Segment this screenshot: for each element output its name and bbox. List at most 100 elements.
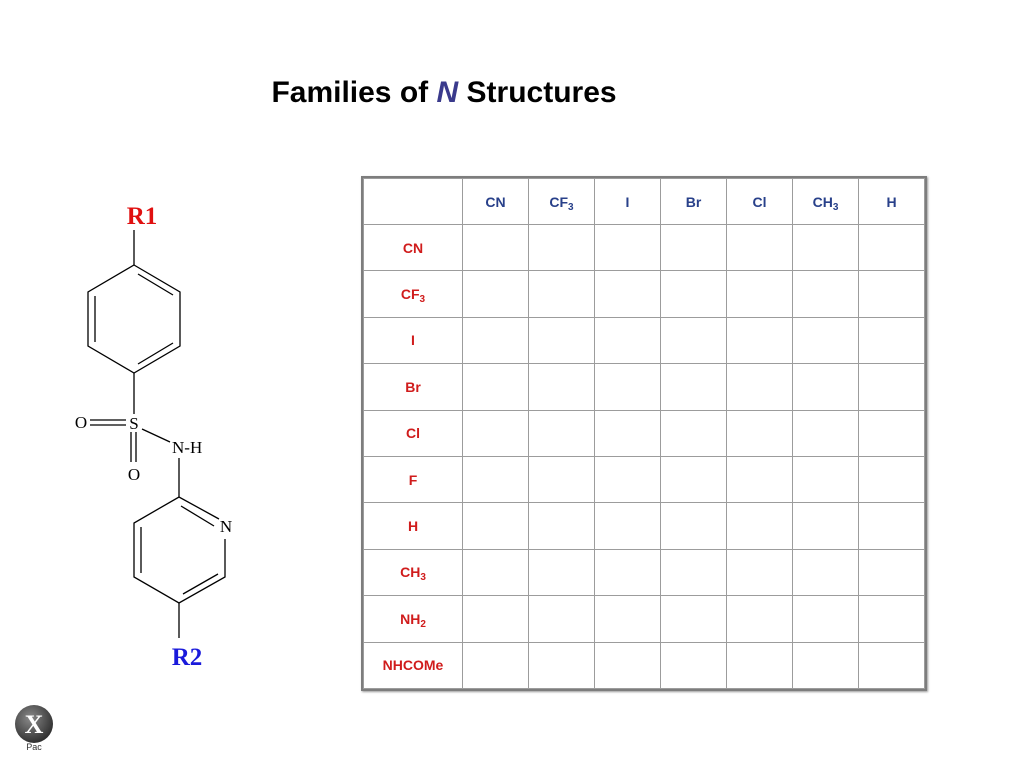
pyridine-inner-bond-1: [180, 505, 215, 527]
grid-cell[interactable]: [792, 409, 859, 457]
grid-cell[interactable]: [660, 409, 727, 457]
grid-cell[interactable]: [528, 409, 595, 457]
grid-cell[interactable]: [462, 595, 529, 643]
formula-base: I: [625, 193, 630, 210]
grid-cell[interactable]: [726, 455, 793, 504]
grid-cell[interactable]: [594, 270, 661, 318]
grid-cell[interactable]: [462, 270, 529, 318]
r2-label: R2: [172, 644, 203, 671]
grid-cell[interactable]: [462, 363, 529, 411]
formula-base: CH: [400, 564, 421, 581]
grid-cell[interactable]: [528, 548, 595, 597]
grid-cell[interactable]: [462, 223, 529, 272]
formula-base: NHCOMe: [382, 657, 444, 674]
grid-cell[interactable]: [528, 223, 595, 272]
grid-cell[interactable]: [594, 502, 661, 550]
grid-cell[interactable]: [660, 641, 727, 689]
grid-cell[interactable]: [594, 595, 661, 643]
grid-cell[interactable]: [726, 223, 793, 272]
grid-cell[interactable]: [792, 270, 859, 318]
grid-cell[interactable]: [528, 595, 595, 643]
grid-cell[interactable]: [858, 270, 925, 318]
sulfur-atom: S: [129, 414, 138, 433]
grid-cell[interactable]: [528, 316, 595, 365]
grid-cell[interactable]: [594, 363, 661, 411]
grid-cell[interactable]: [594, 548, 661, 597]
grid-cell[interactable]: [726, 363, 793, 411]
grid-cell[interactable]: [594, 641, 661, 689]
grid-cell[interactable]: [726, 270, 793, 318]
grid-cell[interactable]: [660, 502, 727, 550]
pyridine-nitrogen: N: [220, 517, 232, 536]
xpac-logo: X Pac: [15, 705, 53, 752]
grid-cell[interactable]: [726, 641, 793, 689]
grid-cell[interactable]: [660, 223, 727, 272]
r2-row-header: CH3: [363, 548, 463, 597]
grid-cell[interactable]: [792, 363, 859, 411]
grid-cell[interactable]: [858, 409, 925, 457]
grid-cell[interactable]: [528, 502, 595, 550]
grid-cell[interactable]: [462, 455, 529, 504]
r1-column-header: CN: [462, 178, 529, 225]
r2-row-header: NHCOMe: [363, 641, 463, 689]
grid-cell[interactable]: [594, 455, 661, 504]
grid-cell[interactable]: [726, 502, 793, 550]
grid-cell[interactable]: [792, 595, 859, 643]
grid-cell[interactable]: [660, 270, 727, 318]
grid-cell[interactable]: [858, 548, 925, 597]
chemical-structure: R1 S O O N-H N R2: [75, 203, 232, 671]
formula-subscript: 3: [419, 294, 426, 306]
r1-column-header: CF3: [528, 178, 595, 225]
r2-row-header: H: [363, 502, 463, 550]
grid-cell[interactable]: [660, 316, 727, 365]
nh-group: N-H: [172, 438, 202, 457]
grid-cell[interactable]: [726, 409, 793, 457]
grid-cell[interactable]: [792, 641, 859, 689]
formula-base: CN: [485, 193, 506, 210]
grid-cell[interactable]: [528, 363, 595, 411]
r1-column-header: CH3: [792, 178, 859, 225]
formula-base: I: [411, 332, 415, 349]
grid-cell[interactable]: [858, 641, 925, 689]
grid-cell[interactable]: [528, 270, 595, 318]
formula-base: CN: [402, 239, 424, 256]
grid-cell[interactable]: [858, 595, 925, 643]
grid-cell[interactable]: [792, 502, 859, 550]
grid-cell[interactable]: [858, 223, 925, 272]
formula-subscript: 2: [420, 618, 426, 630]
oxygen-atom-left: O: [75, 413, 87, 432]
grid-cell[interactable]: [528, 455, 595, 504]
grid-cell[interactable]: [858, 502, 925, 550]
grid-cell[interactable]: [462, 409, 529, 457]
grid-cell[interactable]: [792, 548, 859, 597]
grid-cell[interactable]: [594, 223, 661, 272]
grid-cell[interactable]: [594, 409, 661, 457]
grid-cell[interactable]: [462, 641, 529, 689]
grid-cell[interactable]: [726, 316, 793, 365]
grid-cell[interactable]: [726, 595, 793, 643]
grid-cell[interactable]: [660, 595, 727, 643]
grid-cell[interactable]: [660, 455, 727, 504]
grid-cell[interactable]: [462, 502, 529, 550]
grid-cell[interactable]: [462, 316, 529, 365]
grid-cell[interactable]: [726, 548, 793, 597]
r2-row-header: I: [363, 316, 463, 365]
logo-letter: X: [25, 710, 44, 739]
r1-column-header: H: [858, 178, 925, 225]
formula-base: Cl: [406, 425, 420, 442]
grid-cell[interactable]: [792, 223, 859, 272]
grid-cell[interactable]: [792, 316, 859, 365]
r1-column-header: Cl: [726, 178, 793, 225]
formula-base: CF: [400, 286, 420, 303]
grid-cell[interactable]: [858, 363, 925, 411]
grid-cell[interactable]: [528, 641, 595, 689]
grid-cell[interactable]: [858, 316, 925, 365]
grid-cell[interactable]: [858, 455, 925, 504]
grid-cell[interactable]: [660, 363, 727, 411]
grid-cell[interactable]: [792, 455, 859, 504]
grid-cell[interactable]: [462, 548, 529, 597]
r2-row-header: F: [363, 455, 463, 504]
grid-cell[interactable]: [594, 316, 661, 365]
grid-cell[interactable]: [660, 548, 727, 597]
